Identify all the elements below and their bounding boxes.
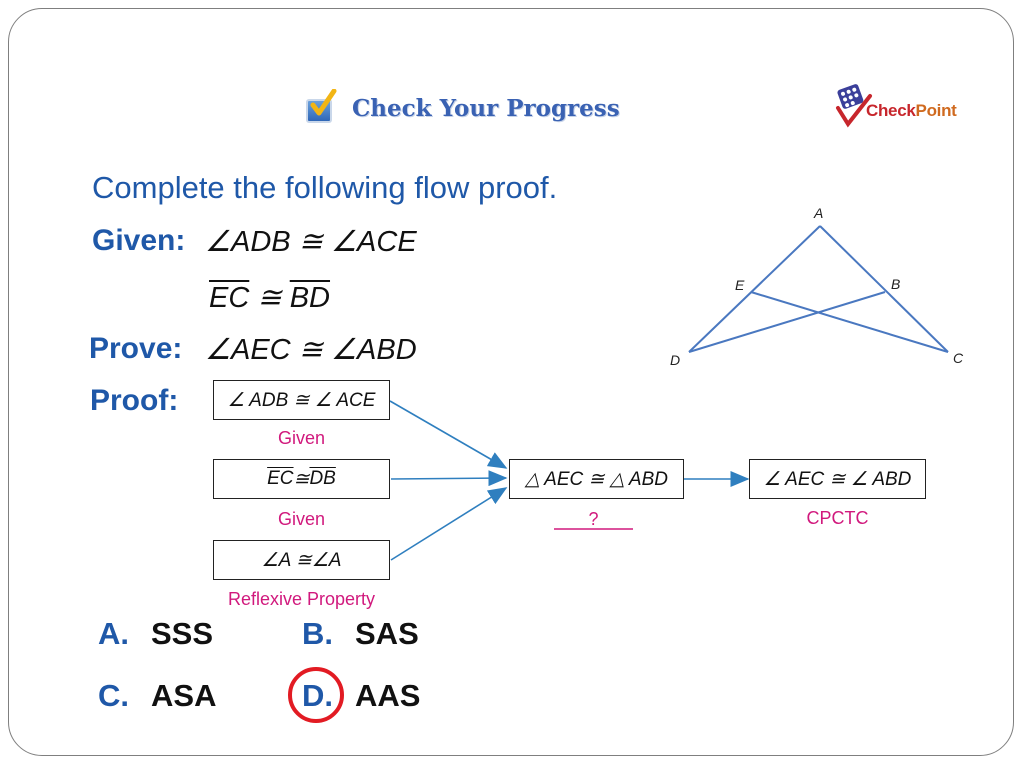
vertex-label-e: E (735, 277, 745, 293)
prove-statement: ∠AEC ≅ ∠ABD (205, 334, 417, 366)
flow-box-4: △ AEC ≅ △ ABD (509, 459, 684, 499)
header-title: Check Your Progress (352, 94, 620, 122)
flow-box-5: ∠ AEC ≅ ∠ ABD (749, 459, 926, 499)
flow-reason-1: Given (277, 428, 326, 448)
page-heading: Complete the following flow proof. (92, 170, 558, 205)
vertex-label-b: B (891, 276, 900, 292)
flow-box-2: EC ≅ DB (213, 459, 390, 499)
given-statement-1: ∠ADB ≅ ∠ACE (205, 226, 417, 258)
choice-c[interactable]: C.ASA (98, 678, 217, 713)
checkbox-icon (306, 89, 337, 123)
arrow-box2-to-box4 (390, 470, 508, 487)
arrow-box3-to-box4 (390, 487, 508, 561)
flow-box-1: ∠ ADB ≅ ∠ ACE (213, 380, 390, 420)
segment-db (688, 291, 886, 353)
arrow-box1-to-box4 (389, 400, 508, 469)
vertex-label-a: A (813, 205, 823, 221)
given-statement-2: EC ≅ BD (209, 282, 331, 314)
prove-label: Prove: (89, 332, 183, 365)
slide-header: Check Your Progress (306, 86, 620, 130)
flow-reason-3: Reflexive Property (227, 589, 376, 609)
given-label: Given: (92, 224, 186, 257)
vertex-label-c: C (953, 350, 964, 366)
choice-b[interactable]: B.SAS (302, 616, 419, 651)
checkpoint-logo: CheckPoint (834, 84, 984, 130)
flow-reason-4: ? (588, 509, 599, 529)
segment-ec (750, 291, 949, 353)
flow-box-3: ∠A ≅∠A (213, 540, 390, 580)
segment-ac (819, 225, 949, 353)
flow-reason-5: CPCTC (806, 508, 869, 528)
checkpoint-logo-icon (836, 84, 872, 128)
segment-ad (688, 225, 821, 353)
choice-a[interactable]: A.SSS (98, 616, 214, 651)
vertex-label-d: D (670, 352, 680, 368)
flow-reason-2: Given (277, 509, 326, 529)
slide-frame (8, 8, 1014, 756)
proof-label: Proof: (90, 384, 179, 417)
logo-text: CheckPoint (866, 101, 957, 120)
triangle-figure (688, 225, 949, 353)
selected-answer-circle (288, 667, 344, 723)
